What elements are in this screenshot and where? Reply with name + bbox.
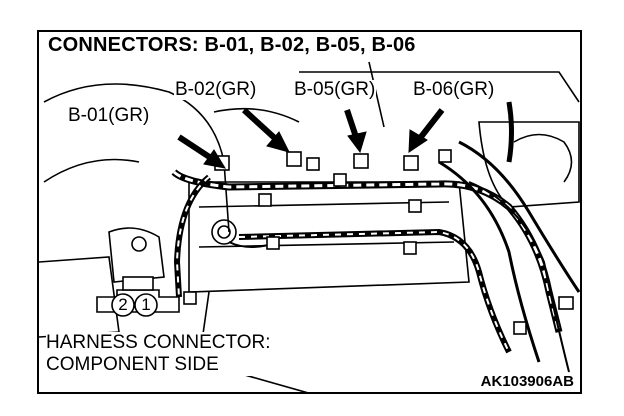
cowl-line bbox=[299, 71, 580, 103]
connector-b02-mate bbox=[306, 157, 320, 171]
left-bracket bbox=[108, 227, 165, 283]
arrow-b05-head bbox=[347, 131, 367, 154]
pin-2-circle bbox=[111, 293, 135, 317]
brake-booster bbox=[513, 133, 573, 183]
fender-outline bbox=[43, 158, 140, 183]
bracket-bolt bbox=[131, 236, 147, 252]
engine-bay-illustration bbox=[39, 61, 580, 392]
connector-b02 bbox=[286, 151, 302, 167]
connector-sub-8 bbox=[558, 296, 574, 310]
firewall-line bbox=[213, 107, 300, 123]
connector-sub-6 bbox=[403, 241, 417, 255]
connector-sub-7 bbox=[183, 291, 197, 305]
pipe-right bbox=[506, 101, 514, 163]
connector-sub-1 bbox=[333, 173, 347, 187]
air-box-outline bbox=[478, 121, 580, 208]
connector-sub-5 bbox=[266, 236, 280, 250]
hood-hinge bbox=[368, 61, 385, 128]
arrow-b01-head bbox=[203, 149, 227, 169]
pin-1-label: 1 bbox=[141, 295, 151, 314]
figure-code: AK103906AB bbox=[478, 373, 576, 390]
connector-b05 bbox=[353, 153, 369, 169]
connector-face-latch bbox=[122, 276, 154, 291]
harness-caption-line1: HARNESS CONNECTOR: bbox=[46, 332, 271, 353]
label-b02: B-02(GR) bbox=[174, 79, 258, 100]
diagram-frame: CONNECTORS: B-01, B-02, B-05, B-06 B-02(… bbox=[37, 30, 582, 394]
harness-right-bundle bbox=[458, 140, 580, 293]
label-b01: B-01(GR) bbox=[67, 105, 151, 126]
harness-right-bundle-2 bbox=[438, 160, 541, 363]
connector-sub-3 bbox=[258, 193, 272, 207]
valve-cover-line bbox=[198, 201, 450, 208]
harness-connector-caption: HARNESS CONNECTOR: COMPONENT SIDE bbox=[46, 332, 271, 376]
connector-sub-9 bbox=[513, 321, 527, 335]
harness-caption-line2: COMPONENT SIDE bbox=[46, 354, 219, 375]
harness-branch-left bbox=[173, 174, 211, 298]
harness-right-bundle-3 bbox=[468, 181, 570, 373]
label-b06: B-06(GR) bbox=[412, 79, 496, 100]
connector-sub-2 bbox=[438, 149, 452, 163]
arrow-b02-head bbox=[266, 131, 290, 153]
main-harness bbox=[171, 169, 563, 333]
pin-1-circle bbox=[134, 293, 158, 317]
main-harness-inner bbox=[172, 170, 561, 333]
connector-b06 bbox=[403, 155, 419, 171]
diagram-title: CONNECTORS: B-01, B-02, B-05, B-06 bbox=[48, 34, 420, 57]
strut-tower-outline bbox=[43, 83, 230, 233]
harness-lower bbox=[238, 228, 512, 354]
label-b05: B-05(GR) bbox=[293, 79, 377, 100]
arrow-b02 bbox=[241, 107, 282, 145]
oil-cap-center bbox=[217, 225, 231, 239]
oil-cap bbox=[211, 219, 237, 245]
arrow-b06-head bbox=[408, 129, 428, 153]
pin-2-label: 2 bbox=[118, 295, 128, 314]
connector-sub-4 bbox=[408, 199, 422, 213]
